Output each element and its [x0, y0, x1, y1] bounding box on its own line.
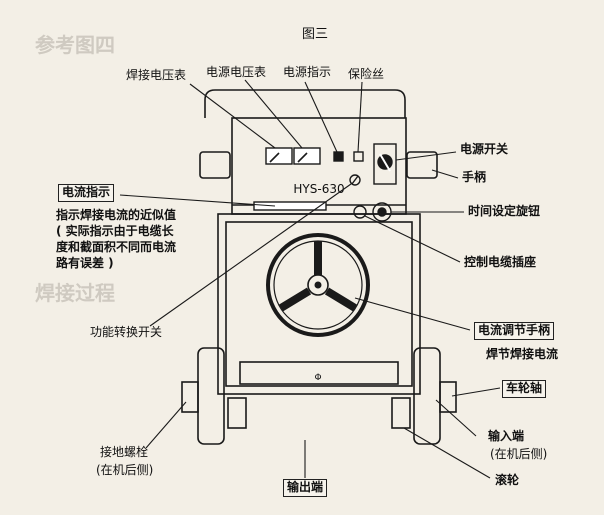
model-plate: HYS-630 [293, 182, 344, 196]
bottom-plate: Φ [314, 373, 321, 383]
function-switch-knob [349, 174, 361, 186]
current-indicator-note: 指示焊接电流的近似值 ( 实际指示由于电缆长 度和截面积不同而电流 路有误差 ) [56, 207, 176, 271]
label-function-switch: 功能转换开关 [90, 325, 163, 339]
label-fuse: 保险丝 [348, 67, 385, 81]
label-handle: 手柄 [462, 170, 487, 184]
figure-title: 图三 [302, 27, 328, 42]
right-caster [391, 397, 411, 429]
left-side-handle [199, 151, 231, 179]
label-power-voltmeter: 电源电压表 [206, 65, 267, 79]
left-caster [227, 397, 247, 429]
power-switch-plate [373, 143, 397, 185]
label-ground-bolt: 接地螺栓 [100, 445, 149, 459]
right-wheel [413, 347, 441, 445]
label-caster: 滚轮 [495, 473, 520, 487]
note-line-1: 指示焊接电流的近似值 [56, 208, 177, 222]
label-control-cable-socket: 控制电缆插座 [464, 255, 537, 269]
label-input-terminal-note: (在机后侧) [490, 447, 548, 461]
label-timer-knob: 时间设定旋钮 [468, 204, 541, 218]
leader-lines [119, 79, 501, 479]
left-wheel [197, 347, 225, 445]
current-handwheel [266, 233, 370, 337]
note-line-2: ( 实际指示由于电缆长 [56, 224, 174, 238]
label-wheel-axle: 车轮轴 [502, 380, 547, 398]
power-indicator-lamp [333, 151, 344, 162]
current-indicator-bar [253, 201, 327, 211]
label-power-indicator: 电源指示 [283, 65, 332, 79]
label-current-handwheel-note: 焊节焊接电流 [486, 347, 559, 361]
left-axle-hub [181, 381, 199, 413]
note-line-4: 路有误差 ) [56, 256, 114, 270]
right-side-handle [406, 151, 438, 179]
label-output-terminal: 输出端 [283, 479, 328, 497]
control-cable-socket [353, 205, 367, 219]
label-input-terminal: 输入端 [488, 429, 525, 443]
right-axle-hub [439, 381, 457, 413]
note-line-3: 度和截面积不同而电流 [56, 240, 177, 254]
faded-heading-2: 焊接过程 [35, 281, 115, 305]
lifting-handle [204, 89, 406, 118]
label-current-indicator: 电流指示 [58, 184, 115, 202]
label-power-switch: 电源开关 [460, 142, 509, 156]
faded-heading-1: 参考图四 [35, 33, 115, 57]
lower-body [217, 213, 421, 395]
label-current-handwheel: 电流调节手柄 [474, 322, 555, 340]
label-weld-voltmeter: 焊接电压表 [126, 68, 187, 82]
label-ground-bolt-note: (在机后侧) [96, 463, 154, 477]
fuse-holder [353, 151, 364, 162]
